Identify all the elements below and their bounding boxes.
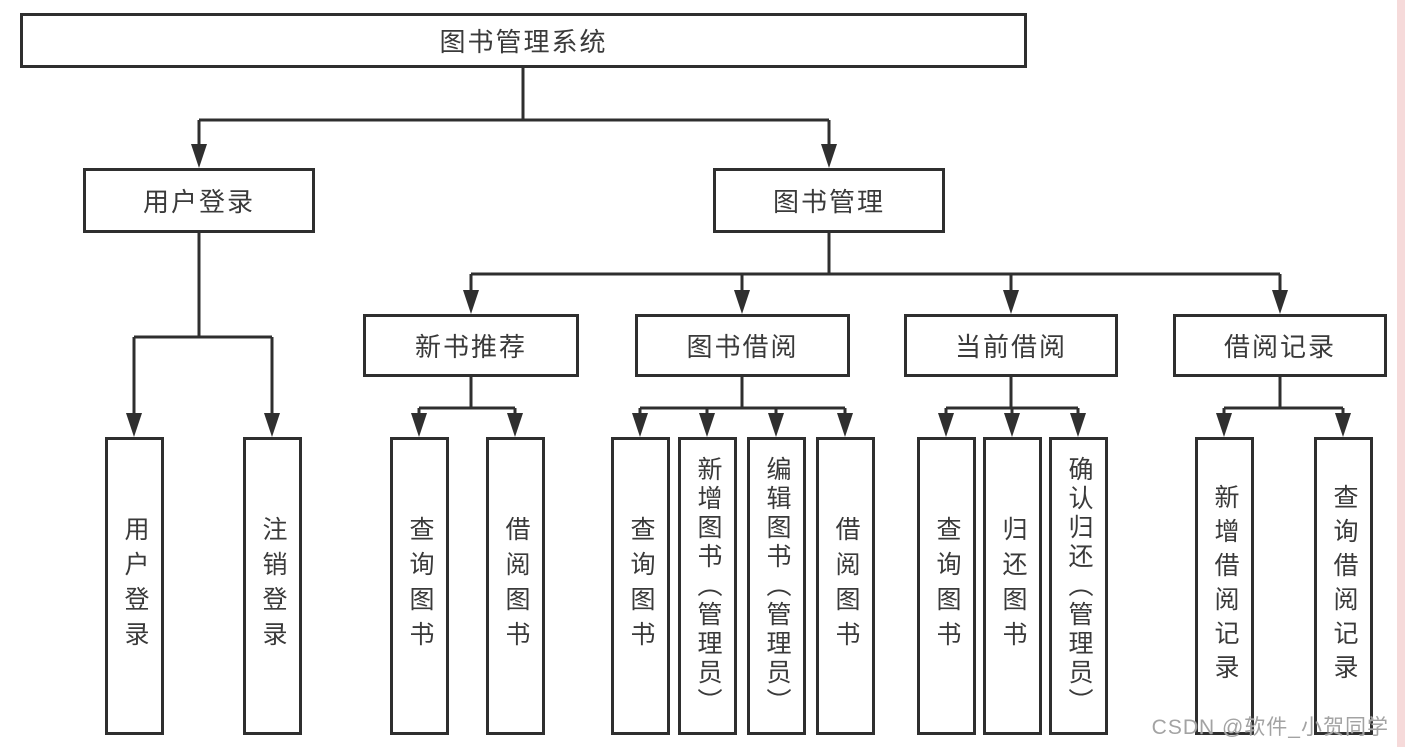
leaf-query-borrow-record: 查询借阅记录 — [1314, 437, 1373, 735]
leaf-add-borrow-record: 新增借阅记录 — [1195, 437, 1254, 735]
node-book-management: 图书管理 — [713, 168, 945, 233]
arrowhead-down-icon — [1216, 413, 1232, 437]
arrowhead-down-icon — [821, 144, 837, 168]
arrowhead-down-icon — [264, 413, 280, 437]
arrowhead-down-icon — [1070, 413, 1086, 437]
arrowhead-down-icon — [1335, 413, 1351, 437]
leaf-edit-book-admin: 编辑图书（管理员） — [747, 437, 806, 735]
leaf-query-book: 查询图书 — [917, 437, 976, 735]
node-user-login: 用户登录 — [83, 168, 315, 233]
right-edge-strip — [1397, 0, 1405, 747]
leaf-confirm-return-admin: 确认归还（管理员） — [1049, 437, 1108, 735]
arrowhead-down-icon — [126, 413, 142, 437]
arrowhead-down-icon — [507, 413, 523, 437]
watermark-text: CSDN @软件_小贺同学 — [1151, 716, 1389, 739]
arrowhead-down-icon — [734, 290, 750, 314]
leaf-logout: 注销登录 — [243, 437, 302, 735]
leaf-user-login: 用户登录 — [105, 437, 164, 735]
arrowhead-down-icon — [411, 413, 427, 437]
arrowhead-down-icon — [1272, 290, 1288, 314]
leaf-borrow-book: 借阅图书 — [486, 437, 545, 735]
leaf-return-book: 归还图书 — [983, 437, 1042, 735]
arrowhead-down-icon — [938, 413, 954, 437]
arrowhead-down-icon — [632, 413, 648, 437]
node-book-borrow: 图书借阅 — [635, 314, 850, 377]
arrowhead-down-icon — [837, 413, 853, 437]
node-root-system: 图书管理系统 — [20, 13, 1027, 68]
arrowhead-down-icon — [1004, 413, 1020, 437]
leaf-query-book: 查询图书 — [390, 437, 449, 735]
node-current-borrow: 当前借阅 — [904, 314, 1118, 377]
leaf-query-book: 查询图书 — [611, 437, 670, 735]
arrowhead-down-icon — [699, 413, 715, 437]
arrowhead-down-icon — [768, 413, 784, 437]
leaf-add-book-admin: 新增图书（管理员） — [678, 437, 737, 735]
arrowhead-down-icon — [1003, 290, 1019, 314]
arrowhead-down-icon — [463, 290, 479, 314]
node-borrow-records: 借阅记录 — [1173, 314, 1387, 377]
leaf-borrow-book: 借阅图书 — [816, 437, 875, 735]
arrowhead-down-icon — [191, 144, 207, 168]
node-new-book-recommend: 新书推荐 — [363, 314, 579, 377]
